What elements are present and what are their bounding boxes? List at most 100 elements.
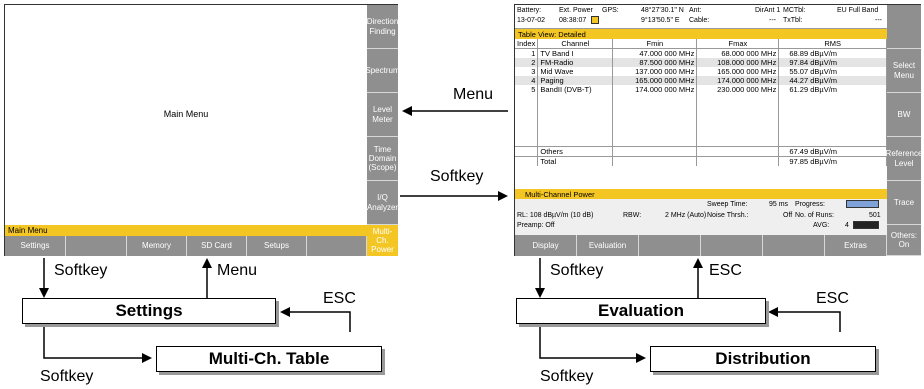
row-fmax: 68.000 000 MHz xyxy=(696,48,780,58)
status-bar: Main Menu xyxy=(5,225,367,236)
right-softkey-bottom-label: Softkey xyxy=(540,368,594,385)
battery-label: Battery: xyxy=(517,7,542,14)
left-esc-arrow xyxy=(280,307,351,332)
table-view-bar: Table View: Detailed xyxy=(515,29,887,39)
softkey-blank[interactable] xyxy=(887,5,921,49)
right-esc-label: ESC xyxy=(816,290,849,307)
table-row[interactable]: 4 Paging 165.000 000 MHz 174.000 000 MHz… xyxy=(515,76,887,85)
left-softkey-bottom-label: Softkey xyxy=(40,368,94,385)
softkey-others-on[interactable]: Others: On xyxy=(887,225,921,256)
table-row[interactable]: 2 FM-Radio 87.500 000 MHz 108.000 000 MH… xyxy=(515,58,887,67)
row-channel: FM-Radio xyxy=(537,58,614,67)
status-block: Sweep Time: 95 ms Progress: RL: 108 dBµV… xyxy=(515,199,887,235)
left-menu-up-label: Menu xyxy=(217,262,258,279)
row-rms: 68.89 dBµV/m xyxy=(778,48,887,58)
rbw-value: 2 MHz (Auto) xyxy=(665,212,707,219)
txtbl-label: TxTbl: xyxy=(783,17,803,24)
total-label: Total xyxy=(537,155,614,166)
softkey-setups[interactable]: Setups xyxy=(247,236,307,256)
right-esc-arrow xyxy=(768,307,841,332)
softkey-label: Softkey xyxy=(430,168,484,185)
softkey-evaluation[interactable]: Evaluation xyxy=(577,235,639,256)
gps-lat: 48°27'30.1" N xyxy=(641,7,684,14)
softkey-display[interactable]: Display xyxy=(515,235,577,256)
softkey-extras[interactable]: Extras xyxy=(825,235,887,256)
row-fmin: 174.000 000 MHz xyxy=(612,85,698,94)
table-spacer xyxy=(515,94,887,146)
right-softkey-bottom-arrow xyxy=(539,326,646,363)
row-rms: 55.07 dBµV/m xyxy=(778,67,887,76)
softkey-trace[interactable]: Trace xyxy=(887,181,921,225)
row-rms: 61.29 dBµV/m xyxy=(778,85,887,94)
softkey-spectrum[interactable]: Spectrum xyxy=(365,49,400,93)
row-index: 1 xyxy=(515,48,539,58)
softkey-empty-3[interactable] xyxy=(639,235,701,256)
sweep-time-label: Sweep Time: xyxy=(707,201,748,208)
softkey-multi-ch-power[interactable]: Multi-Ch. Power xyxy=(367,225,398,256)
softkey-empty-1[interactable] xyxy=(66,236,127,256)
softkey-iq-analyzer[interactable]: I/Q Analyzer xyxy=(367,181,398,225)
softkey-empty-2[interactable] xyxy=(307,236,367,256)
table-row[interactable]: 1 TV Band I 47.000 000 MHz 68.000 000 MH… xyxy=(515,48,887,58)
right-softkey-down-label: Softkey xyxy=(550,262,604,279)
txtbl-value: --- xyxy=(875,17,882,24)
softkey-memory[interactable]: Memory xyxy=(127,236,187,256)
softkey-direction-finding[interactable]: Direction Finding xyxy=(367,5,398,49)
noise-label: Noise Thrsh.: xyxy=(707,212,749,219)
mctbl-label: MCTbl: xyxy=(783,7,806,14)
menu-label: Menu xyxy=(453,86,494,103)
row-fmax: 108.000 000 MHz xyxy=(696,58,780,67)
softkey-time-domain[interactable]: Time Domain (Scope) xyxy=(367,137,398,181)
softkey-sd-card[interactable]: SD Card xyxy=(187,236,247,256)
date-value: 13-07-02 xyxy=(517,17,546,24)
noise-value: Off xyxy=(783,212,793,219)
gps-fix-icon xyxy=(591,16,599,24)
others-row[interactable]: Others 67.49 dBµV/m xyxy=(515,145,887,156)
preamp-status: Preamp: Off xyxy=(517,222,555,229)
softkey-empty-4[interactable] xyxy=(701,235,763,256)
softkey-select-menu[interactable]: Select Menu xyxy=(887,49,921,93)
runs-label: No. of Runs: xyxy=(795,212,834,219)
softkey-level-meter[interactable]: Level Meter xyxy=(367,93,398,137)
softkey-bw[interactable]: BW xyxy=(887,93,921,137)
sweep-time-value: 95 ms xyxy=(769,201,789,208)
multi-channel-power-screen: Battery: Ext. Power 13-07-02 08:38:07 GP… xyxy=(514,4,922,256)
channel-table: Index Channel Fmin Fmax RMS 1 TV Band I … xyxy=(515,39,887,166)
battery-value: Ext. Power xyxy=(559,7,593,14)
progress-label: Progress: xyxy=(795,201,825,208)
col-index: Index xyxy=(515,39,539,49)
row-rms: 44.27 dBµV/m xyxy=(778,76,887,85)
row-fmin: 87.500 000 MHz xyxy=(612,58,698,67)
table-row[interactable]: 5 BandII (DVB-T) 174.000 000 MHz 230.000… xyxy=(515,85,887,94)
total-value: 97.85 dBµV/m xyxy=(778,155,887,166)
avg-bar xyxy=(853,221,879,229)
left-esc-label: ESC xyxy=(323,290,356,307)
cable-label: Cable: xyxy=(689,17,710,24)
settings-box: Settings xyxy=(22,298,276,324)
others-label: Others xyxy=(537,145,614,156)
row-fmax: 230.000 000 MHz xyxy=(696,85,780,94)
total-row[interactable]: Total 97.85 dBµV/m xyxy=(515,155,887,166)
row-channel: TV Band I xyxy=(537,48,614,58)
left-softkey-down-label: Softkey xyxy=(54,262,108,279)
avg-value: 4 xyxy=(845,222,849,229)
row-fmax: 174.000 000 MHz xyxy=(696,76,780,85)
row-channel: BandII (DVB-T) xyxy=(537,85,614,94)
right-esc-up-label: ESC xyxy=(709,262,742,279)
row-fmin: 47.000 000 MHz xyxy=(612,48,698,58)
reference-level: RL: 108 dBµV/m (10 dB) xyxy=(517,212,594,219)
table-row[interactable]: 3 Mid Wave 137.000 000 MHz 165.000 000 M… xyxy=(515,67,887,76)
row-index: 5 xyxy=(515,85,539,94)
softkey-settings[interactable]: Settings xyxy=(5,236,66,256)
softkey-empty-5[interactable] xyxy=(763,235,825,256)
row-fmin: 165.000 000 MHz xyxy=(612,76,698,85)
row-index: 4 xyxy=(515,76,539,85)
row-index: 3 xyxy=(515,67,539,76)
gps-lon: 9°13'50.5" E xyxy=(641,17,680,24)
avg-label: AVG: xyxy=(813,222,830,229)
gps-label: GPS: xyxy=(602,7,619,14)
softkey-reference-level[interactable]: Reference Level xyxy=(886,137,922,181)
multi-ch-table-box: Multi-Ch. Table xyxy=(156,346,382,372)
main-menu-title: Main Menu xyxy=(163,109,209,119)
